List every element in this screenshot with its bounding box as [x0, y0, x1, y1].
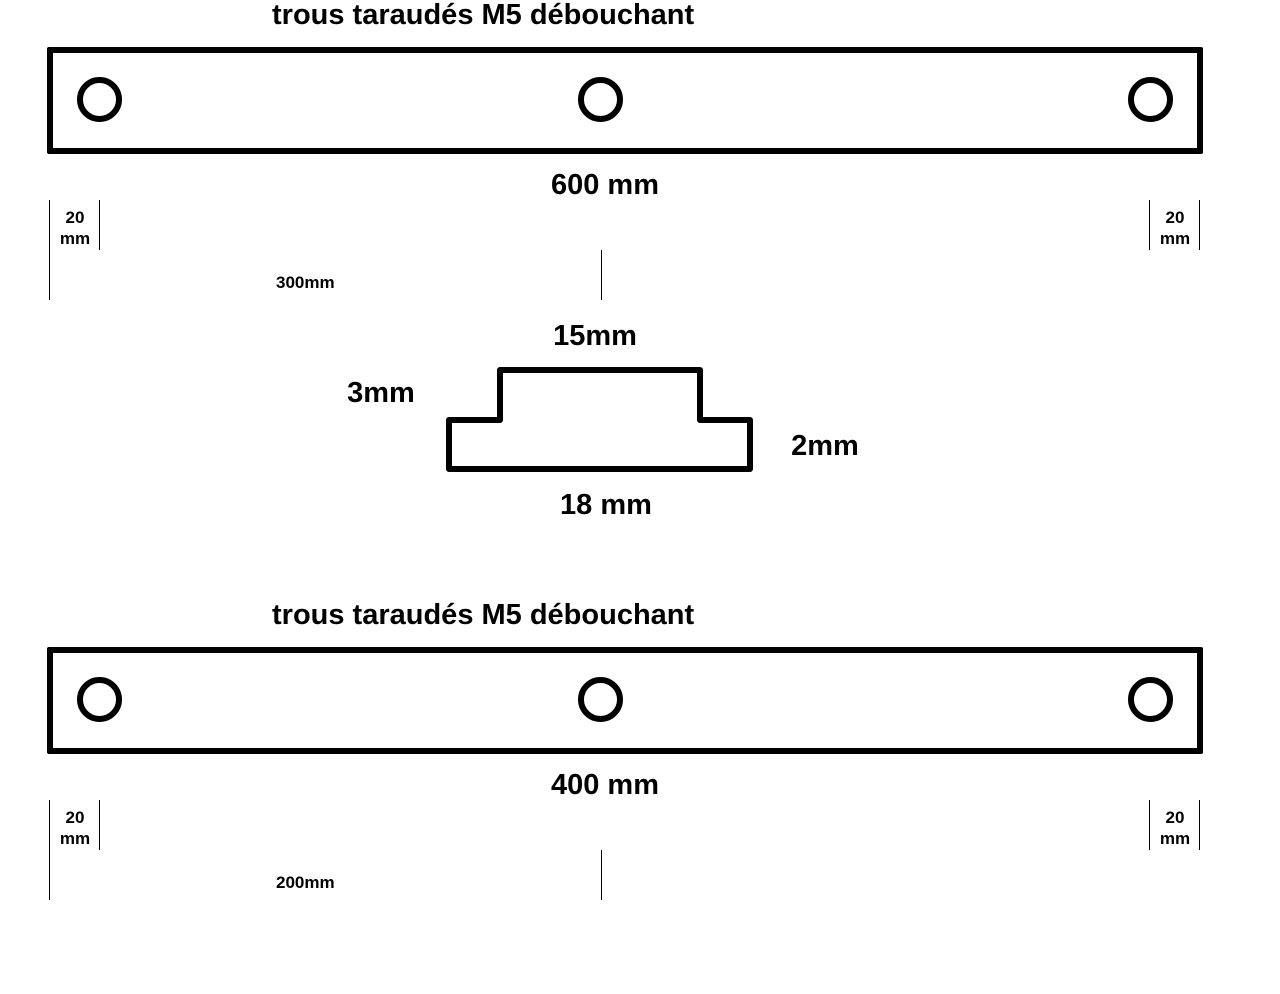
top-edge-right-label: 20 mm	[1159, 208, 1191, 248]
bottom-center-offset-label: 200mm	[276, 873, 335, 892]
bottom-part-title: trous taraudés M5 débouchant	[272, 599, 695, 631]
bottom-hole-center	[578, 677, 623, 722]
bottom-dim-line-center	[601, 850, 602, 900]
profile-bottom-width-label: 18 mm	[560, 489, 652, 521]
top-dim-line-hole	[99, 200, 100, 250]
top-dim-line-hole-right	[1149, 200, 1150, 250]
top-part-title: trous taraudés M5 débouchant	[272, 0, 695, 31]
bottom-length-label: 400 mm	[550, 769, 659, 801]
bottom-dim-line-hole	[99, 800, 100, 850]
top-dim-line-center	[601, 250, 602, 300]
profile-shape	[446, 367, 753, 472]
top-hole-center	[578, 77, 623, 122]
bottom-hole-right	[1128, 677, 1173, 722]
profile-base-height-label: 2mm	[791, 430, 859, 462]
bottom-hole-left	[77, 677, 122, 722]
top-dim-line-right	[1199, 200, 1200, 250]
profile-top-width-label: 15mm	[553, 320, 637, 352]
bottom-dim-line-hole-right	[1149, 800, 1150, 850]
top-edge-left-label: 20 mm	[59, 208, 91, 248]
top-length-label: 600 mm	[550, 169, 659, 201]
bottom-bar-outline	[47, 647, 1203, 754]
top-hole-left	[77, 77, 122, 122]
top-hole-right	[1128, 77, 1173, 122]
top-dim-line-left	[49, 200, 50, 300]
bottom-edge-left-label: 20 mm	[59, 808, 91, 848]
bottom-dim-line-right	[1199, 800, 1200, 850]
bottom-dim-line-left	[49, 800, 50, 900]
profile-step-height-label: 3mm	[347, 377, 415, 409]
top-center-offset-label: 300mm	[276, 273, 335, 292]
top-bar-outline	[47, 47, 1203, 154]
bottom-edge-right-label: 20 mm	[1159, 808, 1191, 848]
